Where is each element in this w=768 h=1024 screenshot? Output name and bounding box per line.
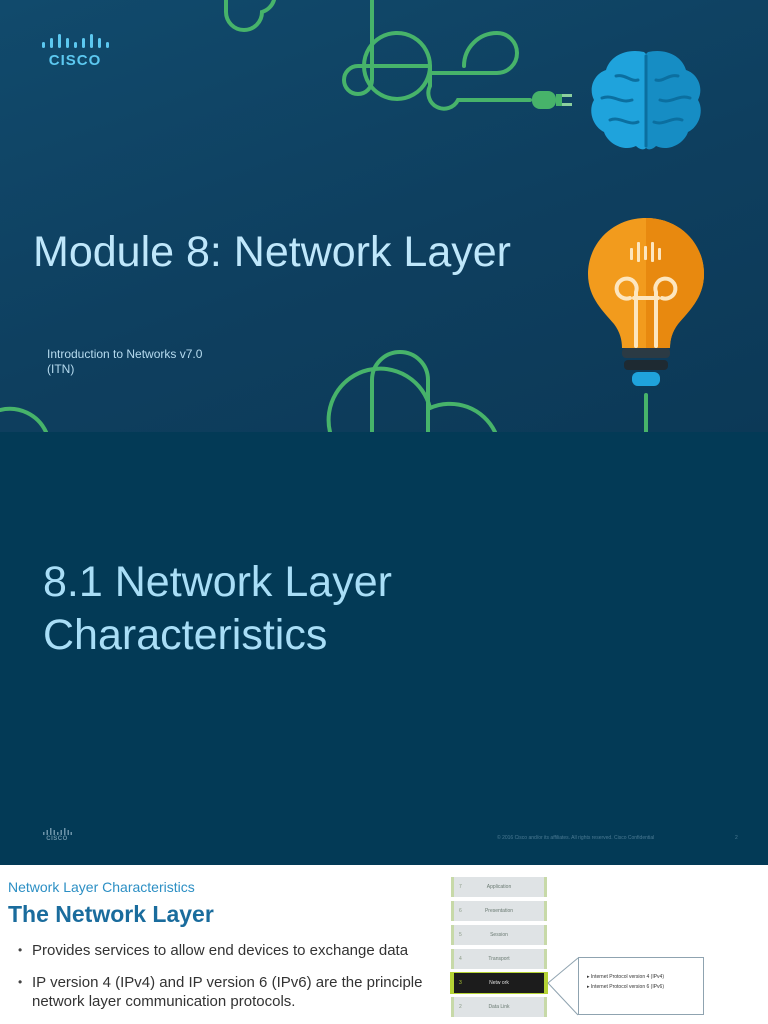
page-number: 2 (735, 835, 738, 841)
copyright-footer: © 2016 Cisco and/or its affiliates. All … (497, 835, 655, 841)
module-title: Module 8: Network Layer (33, 228, 511, 276)
course-name: Introduction to Networks v7.0 (47, 347, 203, 361)
course-code: (ITN) (47, 362, 75, 376)
list-item: •Provides services to allow end devices … (18, 942, 409, 959)
footer-cisco-wordmark: CISCO (46, 836, 68, 842)
section-title-line2: Characteristics (43, 611, 328, 659)
decorative-circuit-lines (0, 0, 648, 432)
section-slide[interactable]: 8.1 Network Layer Characteristics CISCO … (0, 432, 768, 865)
callout-item: ▸ Internet Protocol version 6 (IPv6) (587, 984, 664, 990)
cisco-logo-icon (42, 34, 109, 48)
callout-item: ▸ Internet Protocol version 4 (IPv4) (587, 974, 664, 980)
network-protocols-callout: ▸ Internet Protocol version 4 (IPv4) ▸ I… (578, 957, 704, 1015)
content-slide[interactable]: Network Layer Characteristics The Networ… (0, 865, 768, 1024)
slide-kicker: Network Layer Characteristics (8, 879, 195, 895)
cisco-logo-icon (43, 828, 72, 835)
section-title: 8.1 Network Layer Characteristics (43, 556, 392, 662)
course-subtitle: Introduction to Networks v7.0 (ITN) (47, 347, 202, 377)
footer-cisco-logo: CISCO (42, 828, 72, 844)
section-title-line1: 8.1 Network Layer (43, 558, 392, 606)
slide-title: The Network Layer (8, 901, 214, 927)
brain-icon (591, 50, 701, 150)
lightbulb-icon (588, 218, 704, 386)
cisco-logo: CISCO (40, 34, 110, 70)
cisco-wordmark: CISCO (48, 52, 102, 69)
bullet-icon: • (18, 975, 23, 989)
title-slide[interactable]: CISCO Module 8: Network Layer Introducti… (0, 0, 768, 432)
callout-arrow-icon (547, 957, 579, 1016)
bullet-list: •Provides services to allow end devices … (18, 941, 438, 1024)
bullet-icon: • (18, 943, 23, 957)
plug-icon (532, 91, 572, 109)
list-item: •IP version 4 (IPv4) and IP version 6 (I… (18, 974, 423, 1010)
